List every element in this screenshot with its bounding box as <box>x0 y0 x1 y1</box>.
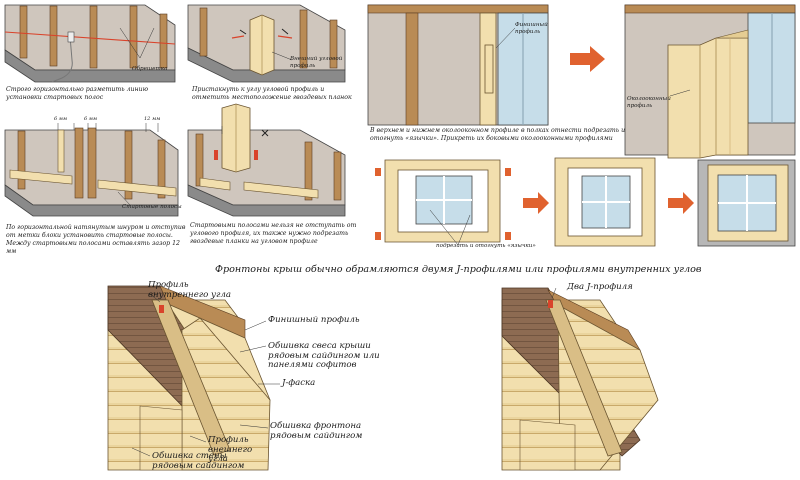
label-eave-cladding: Обшивка свеса крыши рядовым сайдингом ил… <box>268 341 380 370</box>
panel-starter-strips <box>4 123 179 217</box>
panel-cut-flange <box>187 103 346 217</box>
label-obreshetka: Обрешетка <box>132 66 168 72</box>
caption-window-tongues: В верхнем и нижнем околооконном профиле … <box>370 127 626 142</box>
label-gable-cladding: Обшивка фронтона рядовым сайдингом <box>270 421 363 441</box>
label-wall-cladding: Обшивка стены рядовым сайдингом <box>152 451 245 471</box>
label-two-j-profiles: Два J-профиля <box>567 282 633 292</box>
dim-12mm: 12 мм <box>144 116 161 122</box>
dim-6mm-left: 6 мм <box>54 116 68 122</box>
panel-window-casing <box>624 4 796 159</box>
window-sequence-step3 <box>697 159 796 247</box>
arrow-icon <box>570 46 605 72</box>
label-outer-corner: Внешний угловой профиль <box>290 56 343 69</box>
window-sequence-step1 <box>375 159 511 246</box>
panel-corner-profile <box>187 4 346 83</box>
label-inner-corner: Профиль внутреннего угла <box>148 280 231 300</box>
window-sequence-step2 <box>554 157 656 247</box>
label-j-chamfer: J-фаска <box>282 378 316 388</box>
caption-corner-profile: Пристакнуть к углу угловой профиль и отм… <box>192 86 352 101</box>
panel-marking-line <box>4 4 176 83</box>
section-title-gables: Фронтоны крыш обычно обрамляются двумя J… <box>215 264 702 275</box>
panel-window-finish-profile <box>367 4 549 126</box>
gable-left-illustration <box>107 285 280 471</box>
label-finish-profile-top: Финишный профиль <box>515 22 548 35</box>
label-outer-corner-profile: Профиль внешнего угла <box>208 435 253 464</box>
label-window-casing: Околооконный профиль <box>627 96 671 109</box>
caption-mark-line: Строго горизонтально разметить линию уст… <box>6 86 149 101</box>
arrow-icon <box>523 192 549 214</box>
dim-6mm-right: 6 мм <box>84 116 98 122</box>
label-starter-strips: Стартовые полосы <box>122 204 182 210</box>
caption-cut-flange: Стартовыми полосами нельзя не отступать … <box>190 222 357 245</box>
label-tongues: подрезать и отогнуть «язычки» <box>436 243 536 249</box>
caption-starter-strips: По горизонтальной натянутым шнуром и отс… <box>6 224 186 255</box>
label-finish-profile: Финишный профиль <box>268 315 360 325</box>
arrow-icon <box>668 192 694 214</box>
gable-right-illustration <box>501 287 659 471</box>
